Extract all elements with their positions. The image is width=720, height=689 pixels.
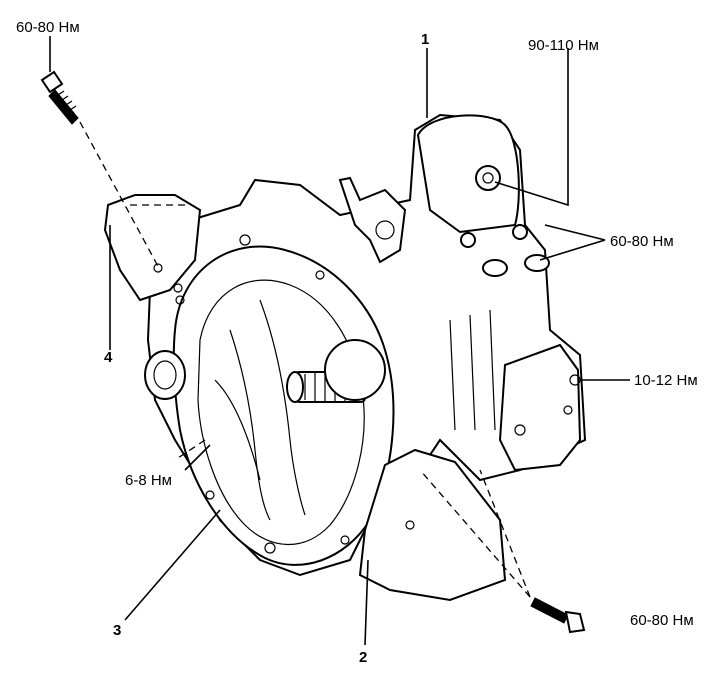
part-number-3: 3	[113, 622, 121, 639]
torque-label-bolt-top-left: 60-80 Нм	[16, 19, 80, 36]
bolt-bottom-right	[530, 597, 586, 634]
dash-line-top-left-bolt	[79, 121, 161, 271]
dash-line-bellhousing	[174, 439, 206, 461]
dash-line-bottom-bolt-b	[479, 469, 531, 598]
torque-label-rear-cover: 10-12 Нм	[634, 372, 698, 389]
leader-lines	[49, 36, 630, 646]
torque-label-bellhousing: 6-8 Нм	[125, 472, 172, 489]
part-number-1: 1	[421, 31, 429, 48]
bolt-top-left	[40, 70, 79, 125]
dash-line-bottom-bolt-a	[419, 469, 531, 598]
torque-label-bolt-bottom-right: 60-80 Нм	[630, 612, 694, 629]
torque-label-mount-top: 90-110 Нм	[528, 37, 599, 54]
part-number-4: 4	[104, 349, 113, 366]
part-number-2: 2	[359, 649, 367, 666]
transmission-housing	[103, 113, 587, 602]
torque-label-mount-bolts: 60-80 Нм	[610, 233, 674, 250]
